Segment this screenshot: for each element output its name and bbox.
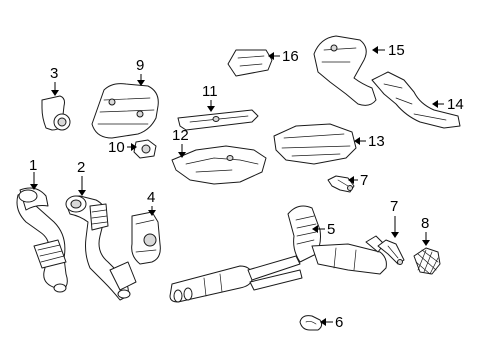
part-9-manifold-shield[interactable] [91, 83, 159, 139]
callout-7-lower-label: 7 [390, 198, 398, 215]
part-11-long-shield[interactable] [177, 109, 259, 131]
part-16-bracket[interactable] [227, 49, 273, 77]
part-6-clamp[interactable] [299, 315, 323, 331]
callout-7-lower: 7 [390, 198, 399, 238]
part-5-rear-exhaust[interactable] [169, 205, 387, 303]
callout-13-label: 13 [368, 133, 385, 150]
callout-4-label: 4 [147, 189, 155, 206]
callout-7-upper-label: 7 [360, 172, 368, 189]
part-14-tunnel-shield[interactable] [371, 71, 461, 129]
part-10-sensor[interactable] [133, 139, 157, 159]
callout-12: 12 [172, 127, 189, 158]
callout-2: 2 [77, 159, 86, 196]
part-12-center-shield[interactable] [171, 145, 267, 185]
callout-3: 3 [50, 65, 59, 96]
callout-10-label: 10 [108, 139, 125, 156]
callout-6: 6 [320, 314, 343, 331]
part-4-heat-shield[interactable] [131, 211, 161, 265]
callout-1: 1 [29, 157, 38, 190]
callout-15-label: 15 [388, 42, 405, 59]
callout-5-label: 5 [327, 221, 335, 238]
part-2-front-pipe[interactable] [65, 195, 137, 301]
callout-6-label: 6 [335, 314, 343, 331]
callout-4: 4 [147, 189, 156, 216]
callout-16: 16 [268, 48, 299, 65]
callout-5: 5 [312, 221, 335, 238]
callout-14-label: 14 [447, 96, 464, 113]
callout-16-label: 16 [282, 48, 299, 65]
callout-15: 15 [372, 42, 405, 59]
callout-2-label: 2 [77, 159, 85, 176]
callout-3-label: 3 [50, 65, 58, 82]
part-7-hanger-upper[interactable] [327, 175, 355, 193]
part-8-mesh-insulator[interactable] [413, 247, 441, 275]
callout-8: 8 [421, 215, 430, 246]
callout-9: 9 [136, 57, 145, 86]
callout-12-label: 12 [172, 127, 189, 144]
part-7-hanger-lower[interactable] [377, 239, 405, 265]
part-3-sleeve[interactable] [41, 95, 71, 131]
callout-11-label: 11 [202, 83, 218, 100]
callout-13: 13 [354, 133, 385, 150]
callout-8-label: 8 [421, 215, 429, 232]
callout-7-upper: 7 [348, 172, 368, 189]
callout-9-label: 9 [136, 57, 144, 74]
callout-11: 11 [202, 83, 218, 112]
part-13-rear-shield[interactable] [273, 123, 357, 165]
callout-10: 10 [108, 139, 137, 156]
part-1-front-pipe[interactable] [16, 187, 68, 293]
callout-14: 14 [432, 96, 464, 113]
part-15-large-shield[interactable] [313, 35, 377, 106]
callout-1-label: 1 [29, 157, 37, 174]
